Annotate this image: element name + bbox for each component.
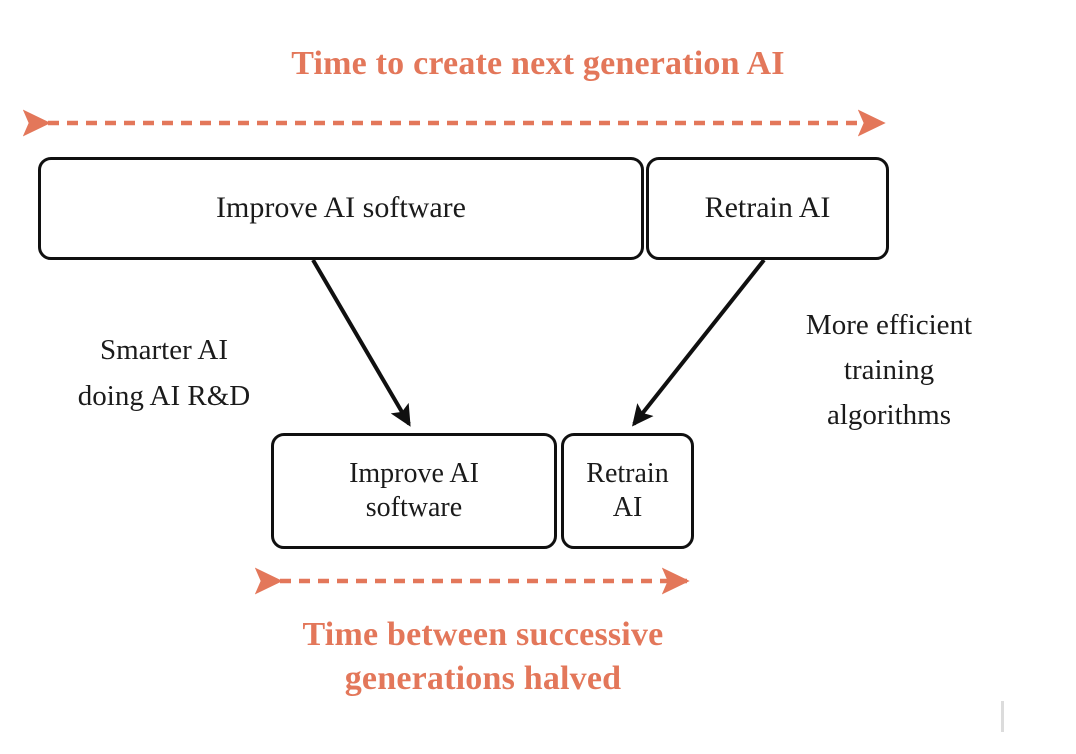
box-retrain-ai-top[interactable]: Retrain AI <box>646 157 889 260</box>
top-title-label: Time to create next generation AI <box>291 45 785 82</box>
left-annotation-label: Smarter AI doing AI R&D <box>77 334 251 413</box>
retrain-to-retrain-arrow <box>632 258 766 427</box>
box-improve-ai-software-top[interactable]: Improve AI software <box>38 157 644 260</box>
box-improve-ai-software-bottom[interactable]: Improve AI software <box>271 433 557 549</box>
box-retrain-ai-bottom[interactable]: Retrain AI <box>561 433 694 549</box>
text-cursor-mark <box>1001 701 1004 732</box>
software-to-improve-arrow <box>311 258 411 427</box>
bottom-title-label: Time between successive generations halv… <box>302 616 664 697</box>
right-annotation-label: More efficient training algorithms <box>805 309 973 431</box>
